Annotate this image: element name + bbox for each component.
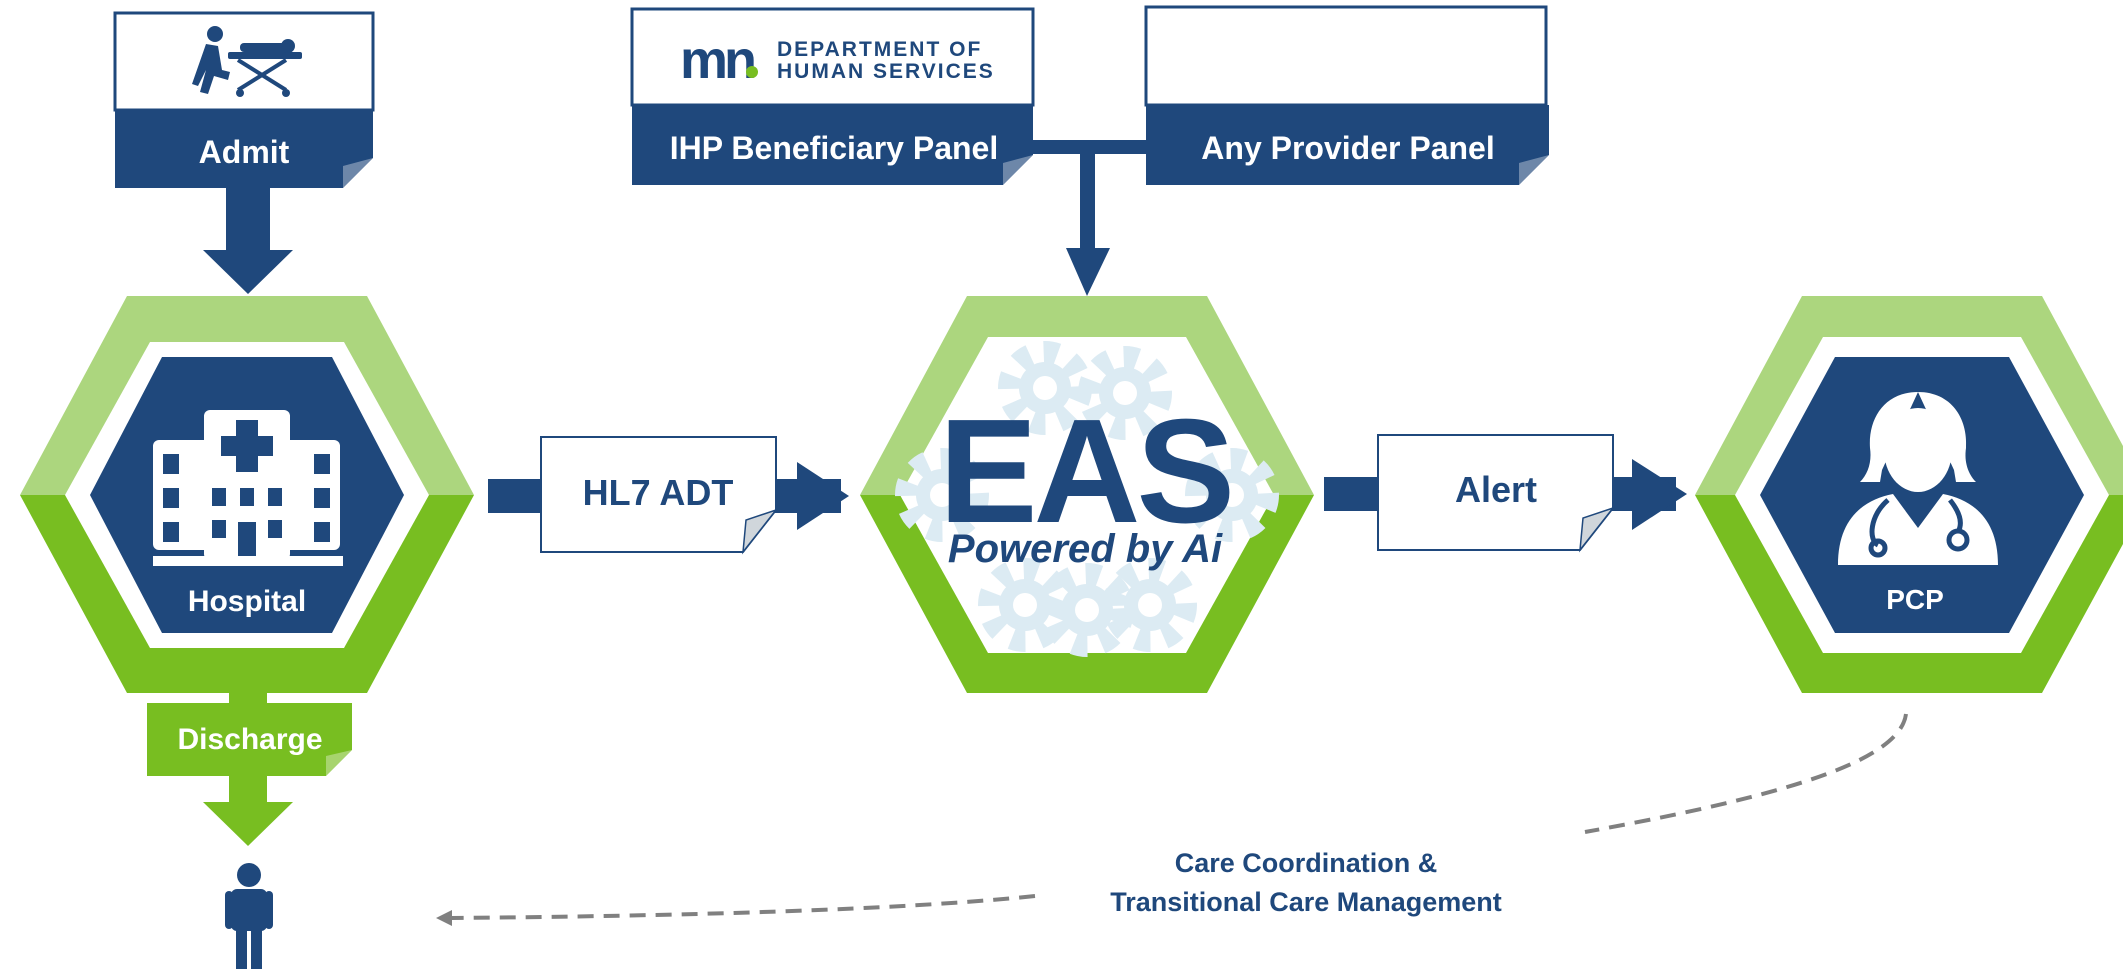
dhs-logo-line1: DEPARTMENT OF bbox=[777, 38, 982, 61]
eas-node: EAS Powered by Ai bbox=[860, 296, 1314, 693]
alert-message-label: Alert bbox=[1455, 469, 1537, 510]
care-label-line1: Care Coordination & bbox=[1175, 848, 1438, 878]
admit-box: Admit bbox=[113, 11, 375, 188]
dhs-logo-mark: mn bbox=[680, 30, 754, 90]
hl7-flow: HL7 ADT bbox=[488, 436, 849, 555]
discharge-arrow bbox=[203, 802, 293, 846]
discharge-label-bg bbox=[147, 703, 352, 776]
any-provider-label-bg bbox=[1146, 105, 1549, 185]
any-provider-label: Any Provider Panel bbox=[1201, 130, 1494, 166]
admit-label-bg bbox=[115, 110, 373, 188]
care-label-line2: Transitional Care Management bbox=[1110, 887, 1502, 917]
dhs-logo-frame bbox=[630, 7, 1035, 107]
discharge-box: Discharge bbox=[147, 693, 352, 846]
panels-to-eas-arrow bbox=[1066, 248, 1110, 296]
dhs-logo: mn DEPARTMENT OF HUMAN SERVICES bbox=[680, 30, 995, 90]
any-provider-panel: Any Provider Panel bbox=[1144, 5, 1549, 185]
dhs-logo-line2: HUMAN SERVICES bbox=[777, 60, 995, 83]
care-arrow-head bbox=[436, 910, 452, 926]
hospital-label: Hospital bbox=[188, 585, 306, 618]
alert-arrow-head bbox=[1632, 459, 1687, 530]
admit-arrow bbox=[203, 188, 293, 294]
pcp-label: PCP bbox=[1886, 584, 1944, 615]
eas-title: EAS bbox=[939, 389, 1231, 554]
admit-label: Admit bbox=[199, 134, 290, 170]
pcp-node: PCP bbox=[1695, 296, 2123, 693]
doctor-icon bbox=[1838, 392, 1998, 565]
care-dashed-line-lower bbox=[451, 894, 1036, 920]
care-dashed-line-upper bbox=[1584, 713, 1908, 834]
hl7-message-label: HL7 ADT bbox=[583, 472, 734, 513]
eas-subtitle: Powered by Ai bbox=[948, 527, 1223, 571]
ihp-panel-label: IHP Beneficiary Panel bbox=[670, 130, 998, 166]
person-icon bbox=[225, 863, 273, 969]
stretcher-icon bbox=[192, 26, 302, 97]
ihp-panel-label-bg bbox=[632, 105, 1033, 185]
panels-connector bbox=[1033, 140, 1146, 296]
care-coordination-flow: Care Coordination & Transitional Care Ma… bbox=[436, 713, 1908, 926]
discharge-label: Discharge bbox=[177, 723, 322, 756]
hospital-building-icon bbox=[153, 410, 343, 566]
hospital-node: Hospital bbox=[20, 296, 474, 693]
hl7-arrow-head bbox=[797, 462, 849, 530]
any-provider-frame bbox=[1144, 5, 1548, 107]
alert-flow: Alert bbox=[1324, 434, 1687, 553]
dhs-panel: mn DEPARTMENT OF HUMAN SERVICES IHP Bene… bbox=[630, 7, 1035, 185]
